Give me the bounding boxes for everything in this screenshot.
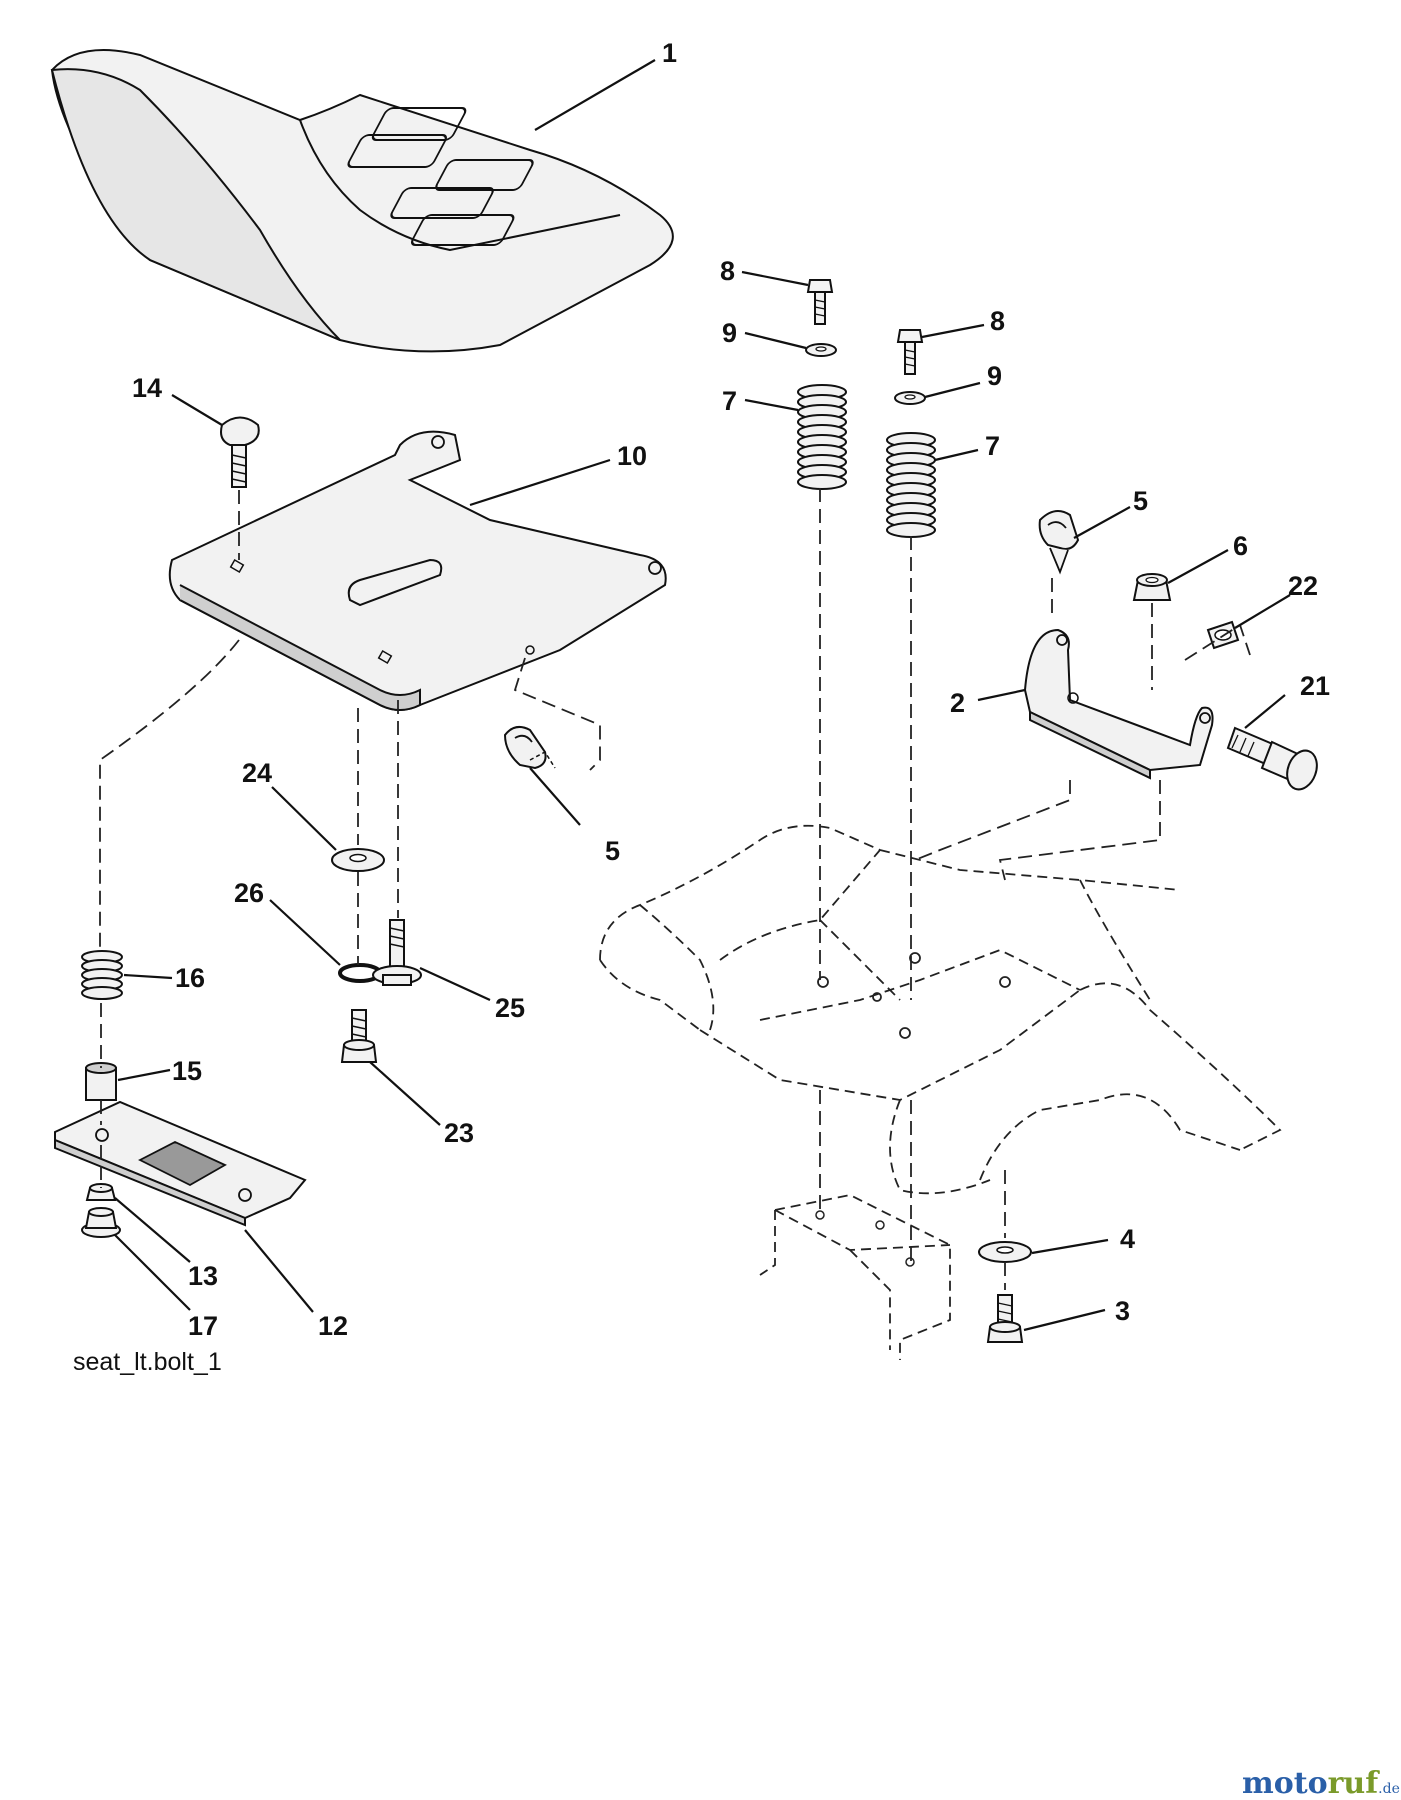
diagram-caption: seat_lt.bolt_1	[73, 1348, 222, 1376]
callout-12: 12	[318, 1311, 348, 1341]
clip-left-part	[503, 725, 556, 770]
callout-2: 2	[950, 688, 965, 718]
callout-26: 26	[234, 878, 264, 908]
watermark-logo: motoruf.de	[1242, 1766, 1400, 1800]
callout-15: 15	[172, 1056, 202, 1086]
callout-3: 3	[1115, 1296, 1130, 1326]
hex-bolt-23-part	[340, 1009, 378, 1063]
washer-24-part	[331, 848, 385, 872]
watermark-brand-b: ruf	[1328, 1766, 1381, 1800]
watermark-brand-a: moto	[1242, 1766, 1328, 1800]
pivot-bracket-part	[1023, 628, 1214, 780]
frame-bracket-outline	[759, 1194, 951, 1360]
callout-9-left: 9	[722, 318, 737, 348]
callout-23: 23	[444, 1118, 474, 1148]
callout-9-right: 9	[987, 361, 1002, 391]
callout-labels: 1 14 10 8 9 7 8 9 7 5 6 22 21 2 5 24 26 …	[132, 38, 1330, 1341]
callout-8-left: 8	[720, 256, 735, 286]
callout-4: 4	[1120, 1224, 1135, 1254]
callout-7-right: 7	[985, 431, 1000, 461]
callout-24: 24	[242, 758, 272, 788]
washer-9-right-part	[894, 391, 926, 405]
shoulder-bolt-25-part	[372, 919, 422, 986]
washer-4-part	[978, 1241, 1032, 1263]
seat-grip-pads	[347, 107, 534, 246]
bolt-8-right-part	[896, 329, 924, 375]
callout-17: 17	[188, 1311, 218, 1341]
nut-6-part	[1132, 573, 1172, 601]
hex-bolt-3-part	[986, 1294, 1024, 1343]
shoulder-bolt-21-part	[1226, 726, 1318, 791]
callout-13: 13	[188, 1261, 218, 1291]
callout-21: 21	[1300, 671, 1330, 701]
tractor-body-outline	[599, 824, 1282, 1195]
lock-nut-13-part	[85, 1183, 117, 1201]
callout-6: 6	[1233, 531, 1248, 561]
carriage-bolt-part	[220, 416, 260, 488]
leader-lines	[114, 59, 1291, 1332]
callout-22: 22	[1288, 571, 1318, 601]
callout-7-left: 7	[722, 386, 737, 416]
seat-bracket-part	[54, 1100, 307, 1227]
callout-1: 1	[662, 38, 677, 68]
callout-10: 10	[617, 441, 647, 471]
watermark-tld: .de	[1378, 1781, 1400, 1797]
washer-9-left-part	[805, 343, 837, 357]
callout-8-right: 8	[990, 306, 1005, 336]
callout-16: 16	[175, 963, 205, 993]
spring-7-left-part	[797, 384, 847, 490]
svg-text:motoruf.de: motoruf.de	[1242, 1766, 1400, 1800]
seat-pan-part	[168, 430, 667, 711]
spacer-part	[85, 1062, 117, 1101]
flange-nut-17-part	[81, 1207, 121, 1238]
callout-5-right: 5	[1133, 486, 1148, 516]
spring-small-part	[81, 950, 123, 1000]
bolt-8-left-part	[806, 279, 834, 325]
clip-right-part	[1038, 510, 1080, 575]
callout-25: 25	[495, 993, 525, 1023]
callout-5-left: 5	[605, 836, 620, 866]
seat-part	[50, 49, 674, 353]
spring-7-right-part	[886, 432, 936, 538]
callout-14: 14	[132, 373, 162, 403]
assembly-axes	[99, 488, 1251, 1290]
